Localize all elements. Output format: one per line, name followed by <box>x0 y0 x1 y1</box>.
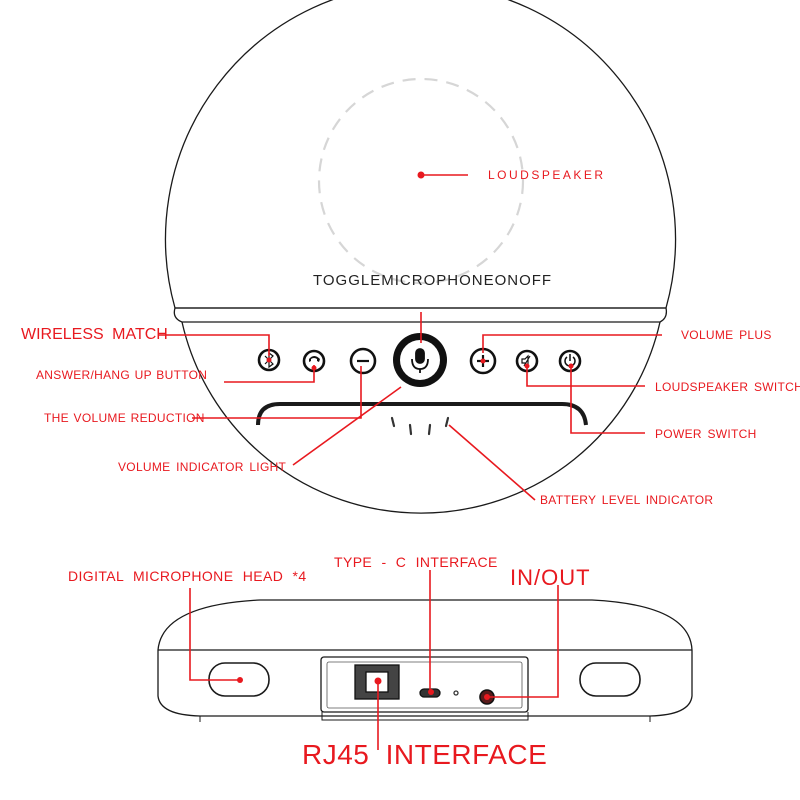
side-top-dome <box>157 599 693 651</box>
phone-icon <box>309 356 320 362</box>
side-body <box>157 650 693 717</box>
label-power-switch: POWER SWITCH <box>655 427 757 441</box>
speaker-grille <box>317 77 525 285</box>
label-toggle-microphone: TOGGLEMICROPHONEONOFF <box>313 272 553 289</box>
microphone-icon <box>411 348 429 373</box>
body-lower-outline <box>181 321 661 514</box>
label-digital-microphone-head: DIGITAL MICROPHONE HEAD *4 <box>68 568 307 584</box>
top-view <box>164 0 677 514</box>
front-bar <box>256 402 588 426</box>
label-volume-plus: VOLUME PLUS <box>681 328 772 342</box>
label-loudspeaker: LOUDSPEAKER <box>488 168 606 182</box>
mic-hole-right <box>579 662 641 697</box>
label-battery-level-indicator: BATTERY LEVEL INDICATOR <box>540 493 714 507</box>
label-wireless-match: WIRELESS MATCH <box>21 326 168 343</box>
label-rj45-interface: RJ45 INTERFACE <box>302 739 548 770</box>
side-view <box>157 599 693 722</box>
port-panel <box>320 656 529 713</box>
power-button <box>558 349 582 373</box>
callout-lines <box>158 171 662 750</box>
label-volume-reduction: THE VOLUME REDUCTION <box>44 411 205 425</box>
volume-minus-button <box>349 347 377 375</box>
battery-indicator-lights <box>390 416 450 436</box>
callout-dots <box>237 357 574 700</box>
device-dome-outline <box>164 0 677 309</box>
label-in-out: IN/OUT <box>510 565 591 590</box>
label-answer-hang-up: ANSWER/HANG UP BUTTON <box>36 368 208 382</box>
label-type-c-interface: TYPE - C INTERFACE <box>334 554 498 570</box>
status-led <box>453 690 459 696</box>
label-volume-indicator-light: VOLUME INDICATOR LIGHT <box>118 460 287 474</box>
microphone-button <box>393 333 447 387</box>
label-loudspeaker-switch: LOUDSPEAKER SWITCH <box>655 380 800 394</box>
